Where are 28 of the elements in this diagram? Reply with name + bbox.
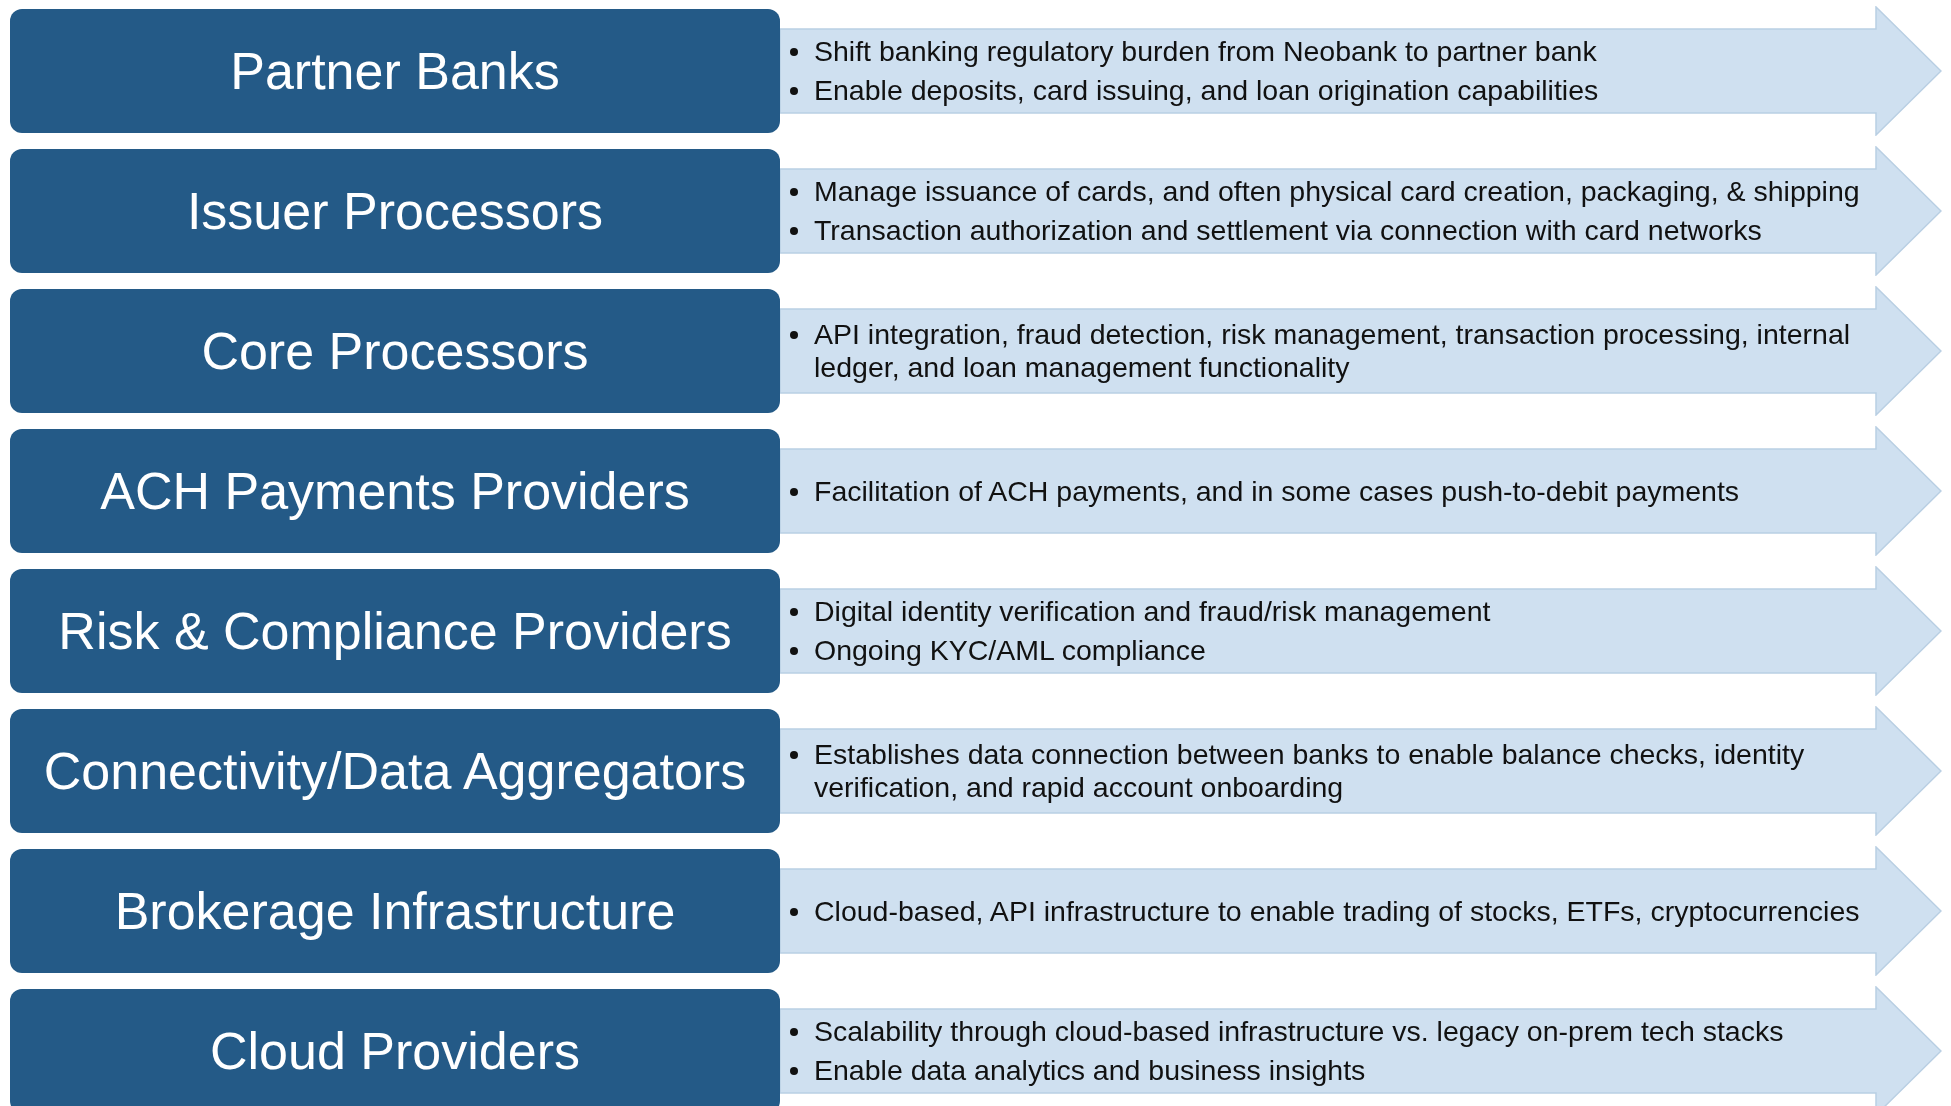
bullet-text: Ongoing KYC/AML compliance xyxy=(814,634,1206,666)
category-title: Core Processors xyxy=(201,321,589,381)
category-title: Brokerage Infrastructure xyxy=(114,881,676,941)
category-title: Cloud Providers xyxy=(210,1021,580,1081)
category-box xyxy=(10,429,780,553)
category-box xyxy=(10,9,780,133)
bullet-text: API integration, fraud detection, risk management, transaction processing, internal ledger, and loan management functionality xyxy=(814,318,1851,383)
category-box xyxy=(10,289,780,413)
bullet-text: Establishes data connection between banks to enable balance checks, identity verification, and rapid account onboarding xyxy=(814,738,1805,803)
bullet-text: Facilitation of ACH payments, and in some cases push-to-debit payments xyxy=(814,474,1740,507)
bullet-text: Scalability through cloud-based infrastructure vs. legacy on-prem tech stacks xyxy=(814,1015,1784,1047)
category-title: Partner Banks xyxy=(230,41,560,101)
category-box xyxy=(10,149,780,273)
category-box xyxy=(10,709,780,833)
category-title: Risk & Compliance Providers xyxy=(58,601,732,661)
category-title: ACH Payments Providers xyxy=(100,461,690,521)
bullet-text: Enable data analytics and business insights xyxy=(814,1054,1366,1086)
bullet-text: Enable deposits, card issuing, and loan origination capabilities xyxy=(814,74,1599,106)
bullet-text: Shift banking regulatory burden from Neobank to partner bank xyxy=(814,35,1597,67)
category-title: Connectivity/Data Aggregators xyxy=(43,741,747,801)
category-box xyxy=(10,849,780,973)
category-box xyxy=(10,569,780,693)
category-title: Issuer Processors xyxy=(186,181,604,241)
bullet-text: Cloud-based, API infrastructure to enable trading of stocks, ETFs, cryptocurrencies xyxy=(814,894,1860,927)
category-box xyxy=(10,989,780,1106)
bullet-text: Digital identity verification and fraud/risk management xyxy=(814,595,1491,627)
bullet-text: Manage issuance of cards, and often physical card creation, packaging, & shipping xyxy=(814,175,1860,207)
bullet-text: Transaction authorization and settlement via connection with card networks xyxy=(814,214,1762,246)
